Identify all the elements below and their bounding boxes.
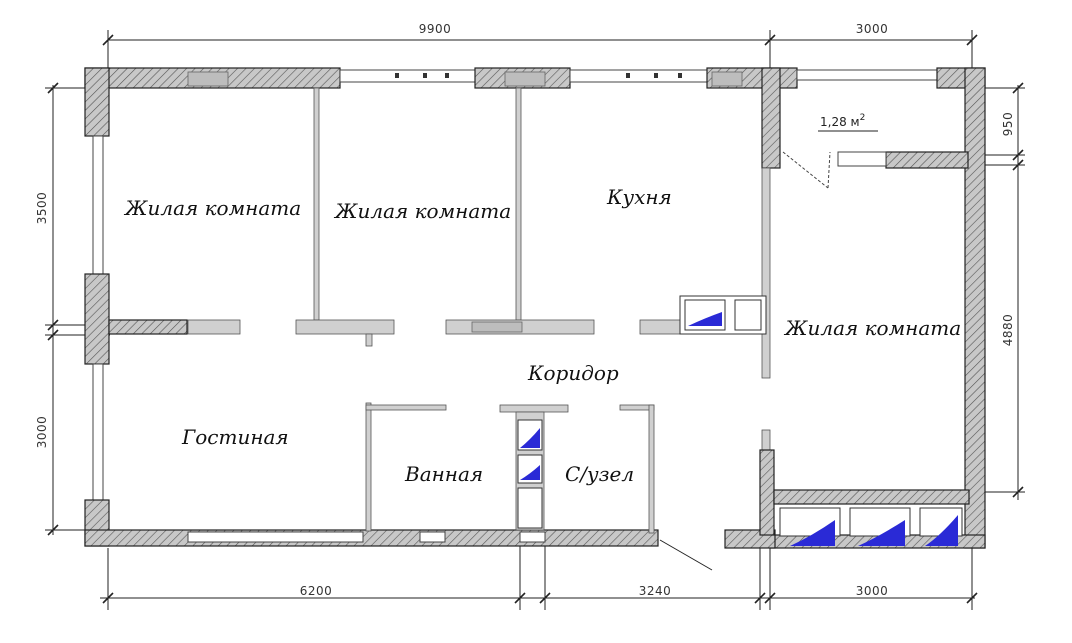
room-label-bedroom-3: Жилая комната — [783, 316, 961, 340]
dim-top-right: 3000 — [856, 22, 889, 36]
dim-bottom-middle: 3240 — [639, 584, 672, 598]
room-label-bedroom-2: Жилая комната — [333, 199, 511, 223]
dim-bottom-left: 6200 — [300, 584, 333, 598]
room-label-kitchen: Кухня — [606, 185, 672, 209]
dim-right-lower: 4880 — [1001, 314, 1015, 347]
room-label-living-room: Гостиная — [181, 425, 289, 449]
dim-bottom-right: 3000 — [856, 584, 889, 598]
room-label-bedroom-1: Жилая комната — [123, 196, 301, 220]
dim-top-left: 9900 — [419, 22, 452, 36]
fixtures — [517, 151, 963, 546]
dim-left-lower: 3000 — [35, 416, 49, 449]
balcony-area-value: 1,28 м — [820, 115, 860, 129]
room-label-bathroom: Ванная — [404, 462, 483, 486]
dim-right-upper: 950 — [1001, 112, 1015, 136]
svg-text:1,28 м2: 1,28 м2 — [820, 113, 865, 129]
room-label-toilet: С/узел — [565, 462, 634, 486]
balcony-area-superscript: 2 — [860, 113, 866, 123]
dim-left-upper: 3500 — [35, 192, 49, 225]
room-label-corridor: Коридор — [527, 361, 619, 385]
balcony-area-label: 1,28 м2 — [818, 113, 878, 132]
